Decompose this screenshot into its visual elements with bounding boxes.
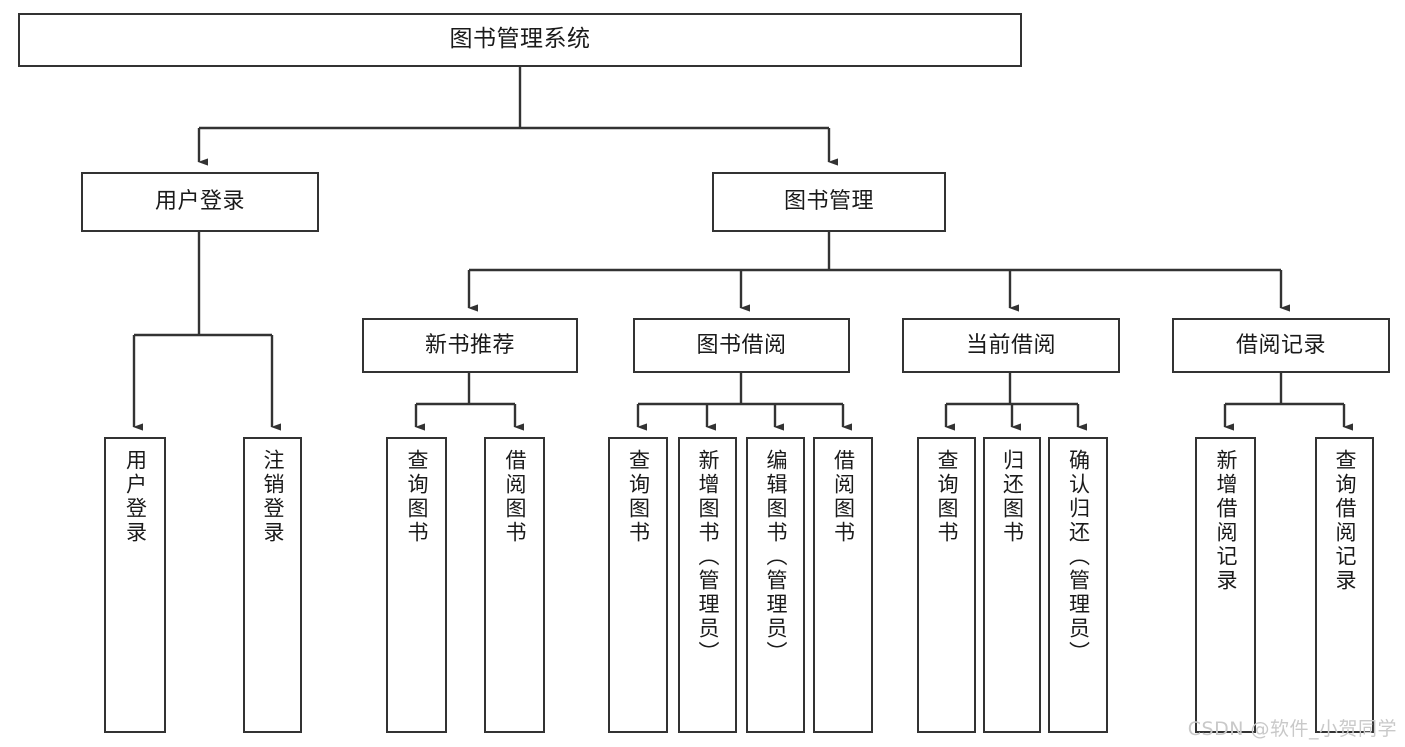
node-user-login[interactable]: 用户登录 — [81, 172, 319, 232]
node-book-manage-label: 图书管理 — [783, 189, 874, 215]
node-user-login-label: 用户登录 — [154, 189, 245, 215]
node-leaf-borrow-book-2-label: 借阅图书 — [831, 449, 856, 545]
node-root-system-label: 图书管理系统 — [449, 26, 591, 53]
node-new-book-recommend-label: 新书推荐 — [424, 332, 515, 358]
node-book-borrow-label: 图书借阅 — [696, 332, 787, 358]
node-leaf-edit-book[interactable]: 编辑图书（管理员） — [746, 437, 805, 733]
node-leaf-confirm-return-label: 确认归还（管理员） — [1066, 449, 1091, 665]
node-leaf-query-borrow-record-label: 查询借阅记录 — [1333, 449, 1357, 593]
node-leaf-borrow-book-2[interactable]: 借阅图书 — [813, 437, 873, 733]
node-borrow-record[interactable]: 借阅记录 — [1172, 318, 1390, 373]
node-borrow-record-label: 借阅记录 — [1235, 332, 1326, 358]
node-leaf-edit-book-label: 编辑图书（管理员） — [764, 449, 788, 665]
node-book-borrow[interactable]: 图书借阅 — [633, 318, 850, 373]
node-leaf-query-book-2[interactable]: 查询图书 — [608, 437, 668, 733]
node-leaf-query-book-1-label: 查询图书 — [405, 449, 429, 545]
node-current-borrow[interactable]: 当前借阅 — [902, 318, 1120, 373]
node-leaf-return-book[interactable]: 归还图书 — [983, 437, 1041, 733]
node-leaf-query-book-3-label: 查询图书 — [935, 449, 959, 545]
node-new-book-recommend[interactable]: 新书推荐 — [362, 318, 578, 373]
node-leaf-user-logout-label: 注销登录 — [261, 449, 285, 545]
node-leaf-query-book-1[interactable]: 查询图书 — [386, 437, 447, 733]
node-leaf-add-borrow-record[interactable]: 新增借阅记录 — [1195, 437, 1256, 733]
node-leaf-borrow-book-1[interactable]: 借阅图书 — [484, 437, 545, 733]
node-current-borrow-label: 当前借阅 — [965, 332, 1056, 358]
node-leaf-query-borrow-record[interactable]: 查询借阅记录 — [1315, 437, 1374, 733]
node-leaf-user-logout[interactable]: 注销登录 — [243, 437, 302, 733]
node-leaf-query-book-3[interactable]: 查询图书 — [917, 437, 976, 733]
node-leaf-query-book-2-label: 查询图书 — [626, 449, 651, 545]
node-root-system[interactable]: 图书管理系统 — [18, 13, 1022, 67]
node-leaf-confirm-return[interactable]: 确认归还（管理员） — [1048, 437, 1108, 733]
node-leaf-borrow-book-1-label: 借阅图书 — [503, 449, 527, 545]
watermark-text: CSDN @软件_小贺同学 — [1187, 718, 1397, 740]
node-leaf-return-book-label: 归还图书 — [1000, 449, 1025, 545]
node-book-manage[interactable]: 图书管理 — [712, 172, 946, 232]
node-leaf-user-login-label: 用户登录 — [123, 449, 148, 545]
node-leaf-user-login[interactable]: 用户登录 — [104, 437, 166, 733]
node-leaf-add-book-label: 新增图书（管理员） — [696, 449, 720, 665]
node-leaf-add-book[interactable]: 新增图书（管理员） — [678, 437, 737, 733]
node-leaf-add-borrow-record-label: 新增借阅记录 — [1214, 449, 1238, 593]
